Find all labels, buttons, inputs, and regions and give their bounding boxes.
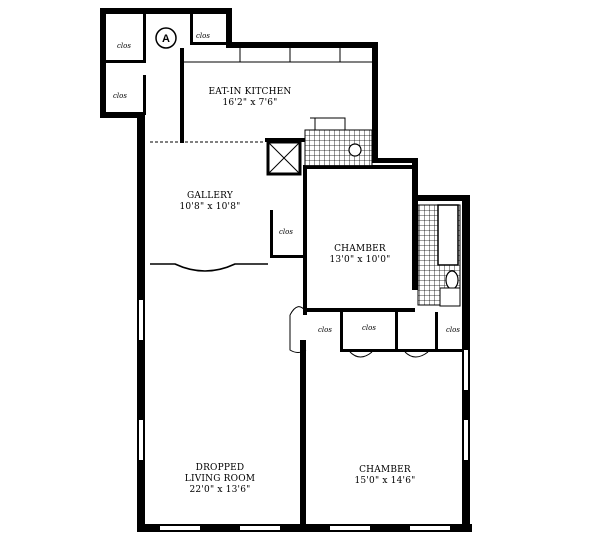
- room-label-chamber-2: CHAMBER 15'0" x 14'6": [335, 465, 435, 487]
- room-label-chamber-1: CHAMBER 13'0" x 10'0": [310, 244, 410, 266]
- entry-marker: A: [155, 27, 177, 49]
- room-label-kitchen: EAT-IN KITCHEN 16'2" x 7'6": [190, 87, 310, 109]
- windows: [139, 300, 468, 530]
- bathroom-tiles: [304, 117, 461, 307]
- interior-walls: [106, 14, 462, 525]
- closet-label: clos: [117, 42, 131, 50]
- living-name-line1: DROPPED: [195, 463, 245, 473]
- closet-label: clos: [196, 32, 210, 40]
- kitchen-name: EAT-IN KITCHEN: [208, 87, 292, 97]
- room-label-gallery: GALLERY 10'8" x 10'8": [160, 191, 260, 213]
- living-name-line2: LIVING ROOM: [184, 474, 256, 484]
- kitchen-dim: 16'2" x 7'6": [222, 98, 278, 108]
- closet-label: clos: [113, 92, 127, 100]
- chamber1-name: CHAMBER: [334, 244, 386, 254]
- chamber2-dim: 15'0" x 14'6": [354, 476, 416, 486]
- closet-label: clos: [446, 326, 460, 334]
- closet-label: clos: [318, 326, 332, 334]
- closet-label: clos: [279, 228, 293, 236]
- gallery-dim: 10'8" x 10'8": [179, 202, 241, 212]
- closet-label: clos: [362, 324, 376, 332]
- entry-marker-letter: A: [162, 33, 170, 45]
- gallery-name: GALLERY: [186, 191, 234, 201]
- room-label-living: DROPPED LIVING ROOM 22'0" x 13'6": [170, 463, 270, 496]
- chamber1-dim: 13'0" x 10'0": [329, 255, 391, 265]
- living-dim: 22'0" x 13'6": [189, 485, 251, 495]
- chamber2-name: CHAMBER: [359, 465, 411, 475]
